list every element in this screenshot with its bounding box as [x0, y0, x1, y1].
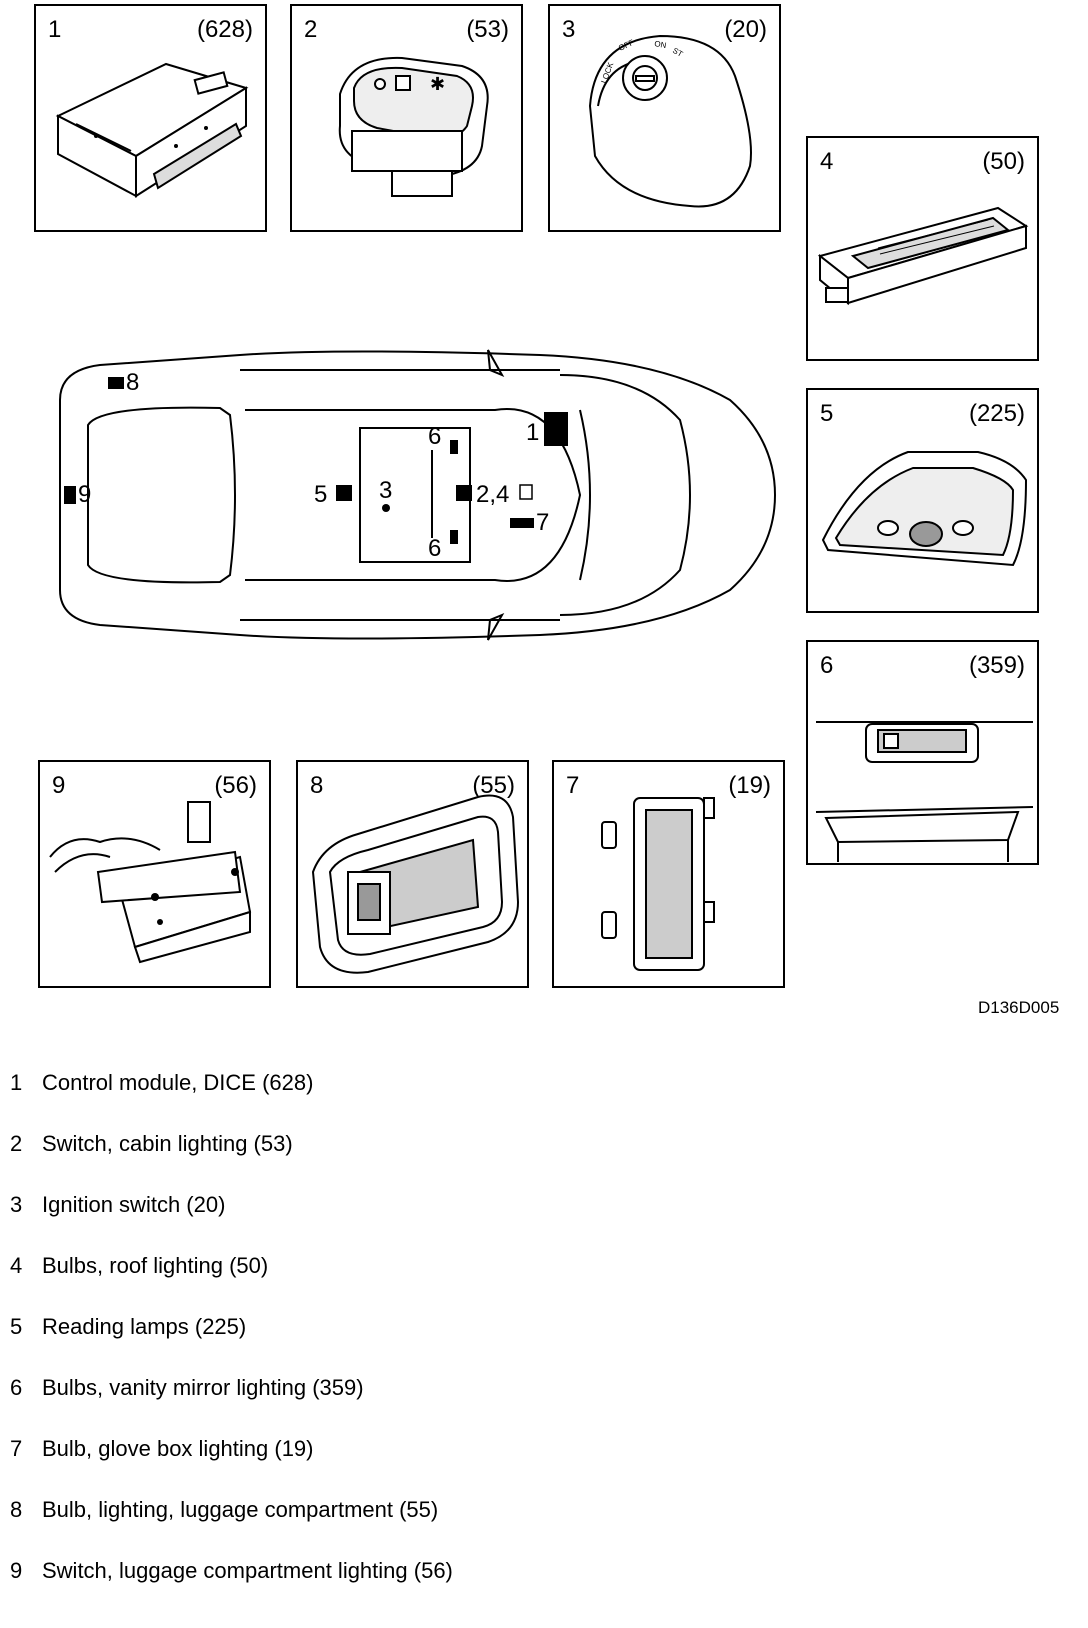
- car-label-6-upper: 6: [428, 423, 441, 450]
- panel-reference: (56): [214, 772, 257, 799]
- diagram-code: D136D005: [978, 998, 1060, 1017]
- marker-2: [456, 485, 472, 501]
- marker-6-upper: [450, 440, 458, 454]
- panel-reference: (19): [728, 772, 771, 799]
- panel-number: 6: [820, 652, 834, 679]
- panel-number: 4: [820, 148, 834, 175]
- marker-4: [519, 484, 533, 500]
- ignition-st-label: ST: [671, 46, 684, 59]
- marker-3: [382, 504, 390, 512]
- panel-4-roof-lighting: 4 (50): [806, 136, 1039, 361]
- marker-7: [510, 518, 534, 528]
- marker-6-lower: [450, 530, 458, 544]
- panel-reference: (20): [724, 16, 767, 43]
- panel-number: 9: [52, 772, 66, 799]
- panel-2-cabin-lighting-switch: 2 (53) ✱: [290, 4, 523, 232]
- panel-9-luggage-switch: 9 (56): [38, 760, 271, 988]
- panel-number: 7: [566, 772, 580, 799]
- panel-reference: (359): [968, 652, 1025, 679]
- car-label-6-lower: 6: [428, 535, 441, 562]
- panel-reference: (225): [968, 400, 1025, 427]
- vanity-mirror-illustration: [815, 721, 1034, 862]
- marker-1: [544, 412, 568, 446]
- panel-reference: (55): [472, 772, 515, 799]
- car-label-7: 7: [536, 509, 549, 536]
- control-module-illustration: [55, 62, 249, 198]
- panel-number: 8: [310, 772, 324, 799]
- panel-reference: (53): [466, 16, 509, 43]
- ignition-on-label: ON: [654, 39, 668, 50]
- marker-9: [64, 486, 76, 504]
- panel-1-control-module: 1 (628): [34, 4, 267, 232]
- car-label-2-4: 2,4: [476, 481, 509, 508]
- panel-3-ignition-switch: 3 (20) LOCK OFF ON ST: [548, 4, 781, 232]
- car-label-1: 1: [526, 419, 539, 446]
- marker-8: [108, 377, 124, 389]
- panel-5-reading-lamps: 5 (225): [806, 388, 1039, 613]
- car-top-view: 8 9 1 5 3 6 6 2,4 7: [59, 349, 777, 641]
- panel-number: 1: [48, 16, 62, 43]
- glove-box-lamp-illustration: [601, 797, 715, 971]
- panel-8-luggage-lamp: 8 (55): [296, 760, 529, 988]
- car-label-3: 3: [379, 477, 392, 504]
- luggage-lamp-illustration: [311, 794, 520, 974]
- ignition-switch-illustration: LOCK OFF ON ST: [588, 34, 752, 208]
- svg-text:✱: ✱: [430, 74, 445, 94]
- panel-6-vanity-mirror: 6 (359): [806, 640, 1039, 865]
- panel-reference: (628): [196, 16, 253, 43]
- marker-5: [336, 485, 352, 501]
- panel-7-glove-box-lamp: 7 (19): [552, 760, 785, 988]
- roof-lighting-illustration: [817, 206, 1029, 306]
- car-label-5: 5: [314, 481, 327, 508]
- panel-number: 3: [562, 16, 576, 43]
- cabin-switch-illustration: ✱: [338, 56, 489, 197]
- panel-number: 2: [304, 16, 318, 43]
- panel-reference: (50): [982, 148, 1025, 175]
- car-label-8: 8: [126, 369, 139, 396]
- luggage-switch-illustration: [49, 801, 252, 964]
- reading-lamps-illustration: [821, 451, 1028, 567]
- car-label-9: 9: [78, 481, 91, 508]
- panel-number: 5: [820, 400, 834, 427]
